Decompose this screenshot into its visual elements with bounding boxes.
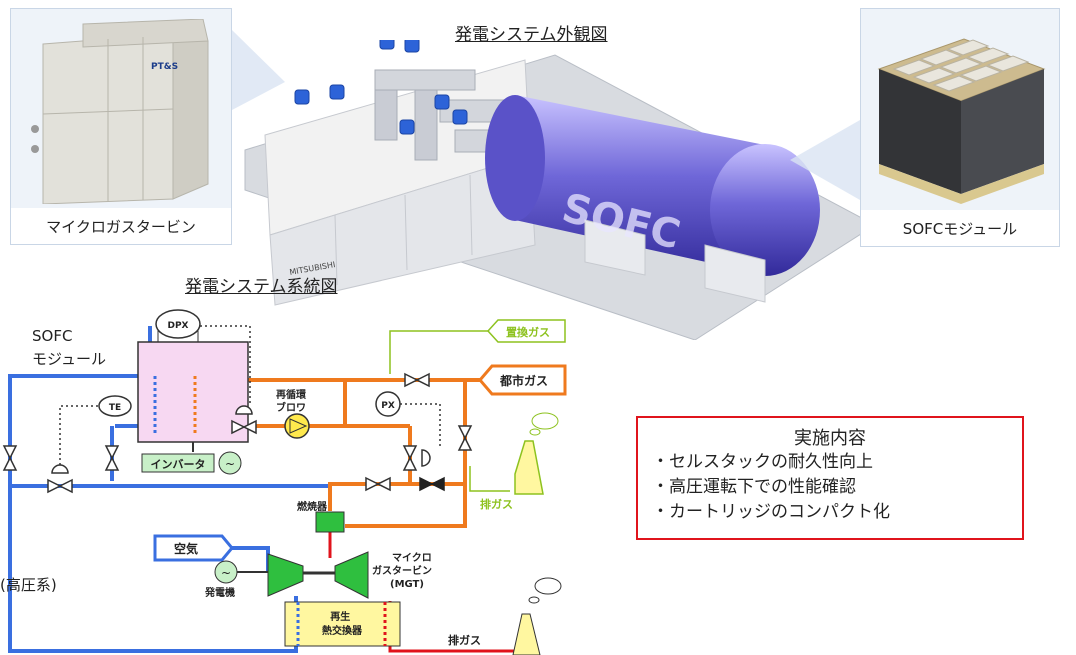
recuperator-label-line2: 熱交換器 [322, 624, 363, 637]
city-gas-label: 都市ガス [499, 373, 548, 388]
tasks-title: 実施内容 [794, 428, 866, 449]
purge-gas-label: 置換ガス [506, 325, 550, 339]
recirculation-blower-label: 再循環ブロワ [276, 390, 306, 414]
micro-gas-turbine-illustration: PT&S [31, 19, 209, 204]
task-item: ・カートリッジのコンパクト化 [652, 502, 890, 522]
sofc-module-photo: SOFCモジュール [860, 8, 1060, 247]
svg-text:マイクロ ガスタービン (MGT): マイクロ ガスタービン (MGT) [372, 552, 435, 590]
dpx-instrument: DPX [167, 321, 188, 331]
mgt-label-line3: (MGT) [390, 579, 424, 590]
recuperator-label-line1: 再生 [330, 610, 350, 623]
task-item: ・高圧運転下での性能確認 [652, 477, 856, 497]
te-instrument: TE [109, 403, 121, 413]
air-label: 空気 [174, 541, 198, 556]
sofc-module-label-line1: SOFC [32, 327, 73, 345]
mgt-unit-badge: PT&S [151, 62, 178, 72]
task-item: ・セルスタックの耐久性向上 [652, 452, 873, 472]
mgt-label-line1: マイクロ [392, 552, 432, 564]
callout-wedges [232, 30, 860, 200]
combustor-label: 燃焼器 [297, 500, 328, 513]
high-pressure-system-label: (高圧系) [0, 576, 57, 594]
exhaust-gas-upper-label: 排ガス [480, 497, 513, 511]
generator-label: 発電機 [204, 586, 235, 599]
sofc-module-caption: SOFCモジュール [861, 210, 1059, 246]
sofc-module-illustration [877, 38, 1046, 204]
sofc-module-label-line2: モジュール [32, 350, 106, 368]
px-instrument: PX [381, 401, 395, 411]
power-system-exterior-illustration: SOFC MITSUBISHI [244, 40, 876, 340]
inverter-label: インバータ [151, 458, 206, 471]
svg-text:~: ~ [225, 457, 235, 471]
exterior-title: 発電システム外観図 [455, 25, 608, 45]
micro-gas-turbine-photo: PT&S マイクロガスタービン [10, 8, 232, 245]
micro-gas-turbine-caption: マイクロガスタービン [11, 208, 231, 244]
svg-text:再生 熱交換器: 再生 熱交換器 [322, 610, 363, 637]
mgt-label-line2: ガスタービン [372, 564, 432, 577]
svg-text:~: ~ [221, 566, 231, 580]
diagram-title: 発電システム系統図 [185, 277, 338, 297]
system-flow-diagram: DPX TE PX インバータ ~ 置換ガス 都市ガス 排ガス 燃焼器 空気 [2, 309, 567, 655]
implementation-tasks-box: 実施内容 ・セルスタックの耐久性向上 ・高圧運転下での性能確認 ・カートリッジの… [636, 416, 1024, 540]
exhaust-gas-lower-label: 排ガス [448, 633, 481, 647]
